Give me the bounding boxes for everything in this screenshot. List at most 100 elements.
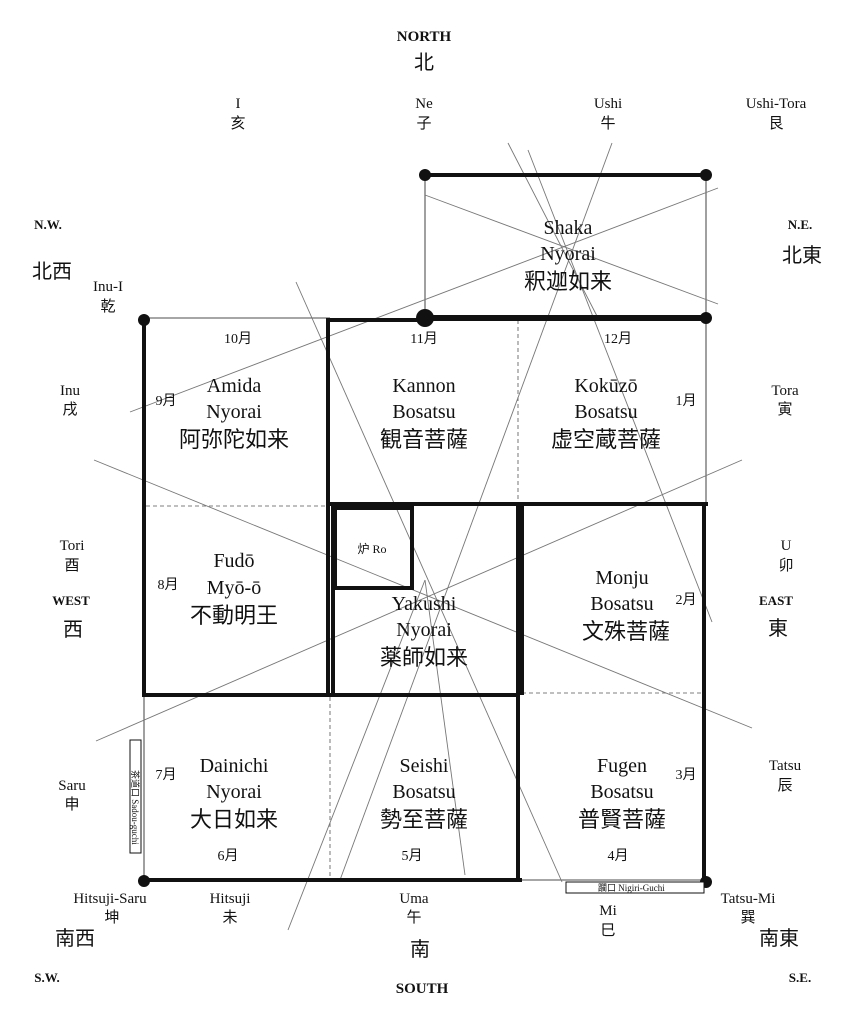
deity-seishi-kanji: 勢至菩薩 — [380, 807, 468, 832]
deity-shaka-title: Nyorai — [540, 243, 596, 265]
deity-dainichi-kanji: 大日如来 — [190, 807, 278, 832]
zodiac-hitsuji-en: Hitsuji — [210, 891, 251, 907]
zodiac-mi-en: Mi — [599, 903, 617, 919]
zodiac-ne-en: Ne — [415, 96, 433, 112]
deity-monju-title: Bosatsu — [590, 593, 653, 615]
southwest-en: S.W. — [34, 970, 60, 985]
walls — [142, 173, 709, 882]
month-5: 5月 — [402, 848, 423, 864]
southwest-kanji: 南西 — [55, 927, 95, 950]
dot-frame-tl — [138, 314, 150, 326]
ray-ne-sw-upper — [129, 187, 719, 413]
zodiac-tatsu-en: Tatsu — [769, 758, 802, 774]
zodiac-ushi-kanji: 牛 — [600, 115, 615, 132]
deity-yakushi-name: Yakushi — [392, 593, 457, 615]
month-11: 11月 — [410, 331, 437, 347]
zodiac-i-kanji: 亥 — [230, 115, 245, 132]
deity-kannon-name: Kannon — [392, 375, 455, 397]
east-en: EAST — [759, 593, 793, 608]
west-en: WEST — [52, 593, 90, 608]
deity-yakushi: Yakushi Nyorai 薬師如来 — [380, 593, 468, 670]
zodiac-i-en: I — [236, 96, 241, 112]
ray-lower-sw — [287, 579, 426, 931]
zodiac-ushi-tora-en: Ushi-Tora — [746, 96, 807, 112]
south-kanji: 南 — [410, 938, 430, 961]
ray-ushi-mi — [527, 149, 713, 623]
deity-kannon-title: Bosatsu — [392, 401, 455, 423]
zodiac-u-kanji: 卯 — [778, 557, 793, 574]
north-en: NORTH — [397, 29, 452, 45]
sadou-guchi-door — [129, 739, 142, 854]
corner-dots — [138, 169, 712, 888]
deity-dainichi: Dainichi Nyorai 大日如来 — [190, 755, 278, 832]
northeast-en: N.E. — [788, 217, 813, 232]
month-1: 1月 — [676, 393, 697, 409]
deity-monju-name: Monju — [595, 567, 648, 589]
month-3: 3月 — [676, 767, 697, 783]
deity-seishi-title: Bosatsu — [392, 781, 455, 803]
deity-kokuzo-kanji: 虚空蔵菩薩 — [551, 427, 661, 452]
southeast-kanji: 南東 — [759, 927, 799, 950]
north-kanji: 北 — [414, 51, 434, 74]
ray-lower-se — [424, 579, 466, 876]
deity-amida: Amida Nyorai 阿弥陀如来 — [179, 375, 289, 452]
compass-labels: NORTH 北 N.W. 北西 N.E. 北東 WEST 西 EAST 東 南西… — [32, 29, 822, 997]
zodiac-uma-kanji: 午 — [406, 909, 421, 926]
zodiac-tori-en: Tori — [60, 538, 85, 554]
zodiac-tatsu-mi-en: Tatsu-Mi — [721, 891, 776, 907]
deity-fugen-title: Bosatsu — [590, 781, 653, 803]
deity-fudo: Fudō Myō-ō 不動明王 — [190, 550, 278, 628]
month-labels: 10月 11月 12月 9月 1月 8月 2月 7月 3月 6月 5月 4月 — [156, 331, 697, 864]
zodiac-ne-kanji: 子 — [416, 115, 431, 132]
southeast-en: S.E. — [789, 970, 811, 985]
month-6: 6月 — [218, 848, 239, 864]
month-10: 10月 — [224, 331, 252, 347]
month-9: 9月 — [156, 393, 177, 409]
nigiri-guchi-door — [565, 881, 705, 894]
sadou-guchi-label: 茶道口 Sadou-guchi — [130, 770, 141, 845]
month-12: 12月 — [604, 331, 632, 347]
deity-fugen: Fugen Bosatsu 普賢菩薩 — [578, 755, 666, 832]
zodiac-saru-kanji: 申 — [64, 796, 79, 813]
deity-fudo-title: Myō-ō — [207, 577, 261, 599]
zodiac-uma-en: Uma — [399, 891, 429, 907]
dot-shaka-bl — [416, 309, 434, 327]
deity-fudo-kanji: 不動明王 — [190, 603, 278, 628]
deity-yakushi-kanji: 薬師如来 — [380, 645, 468, 670]
deity-amida-kanji: 阿弥陀如来 — [179, 427, 289, 452]
month-8: 8月 — [158, 577, 179, 593]
zodiac-tora-en: Tora — [771, 383, 799, 399]
deity-fugen-name: Fugen — [597, 755, 647, 777]
deity-seishi-name: Seishi — [400, 755, 449, 777]
west-kanji: 西 — [63, 619, 83, 641]
door-markers: 茶道口 Sadou-guchi 躙口 Nigiri-Guchi 炉 Ro — [129, 542, 705, 894]
zodiac-inu-en: Inu — [60, 383, 80, 399]
dashed-lines — [146, 320, 702, 878]
month-7: 7月 — [156, 767, 177, 783]
deity-monju-kanji: 文殊菩薩 — [582, 619, 670, 644]
ray-upper-ne — [507, 142, 599, 319]
northwest-kanji: 北西 — [32, 260, 72, 283]
ro-hearth-box — [333, 506, 414, 590]
zodiac-tora-kanji: 寅 — [777, 401, 792, 418]
dot-frame-bl — [138, 875, 150, 887]
ray-ushi-hitsuji — [339, 142, 613, 881]
deity-kokuzo-title: Bosatsu — [574, 401, 637, 423]
deity-kannon: Kannon Bosatsu 観音菩薩 — [380, 375, 468, 452]
dot-shaka-br — [700, 312, 712, 324]
ray-nw-se-upper — [424, 194, 719, 305]
zodiac-saru-en: Saru — [58, 778, 86, 794]
month-4: 4月 — [608, 848, 629, 864]
deity-yakushi-title: Nyorai — [396, 619, 452, 641]
zodiac-tatsu-mi-kanji: 巽 — [740, 910, 755, 926]
deity-dainichi-title: Nyorai — [206, 781, 262, 803]
deity-seishi: Seishi Bosatsu 勢至菩薩 — [380, 755, 468, 832]
deity-kannon-kanji: 観音菩薩 — [380, 427, 468, 452]
deity-kokuzo-name: Kokūzō — [574, 375, 637, 397]
deity-shaka: Shaka Nyorai 釈迦如来 — [524, 217, 612, 294]
dot-shaka-tr — [700, 169, 712, 181]
nigiri-guchi-label: 躙口 Nigiri-Guchi — [598, 883, 665, 893]
deity-fugen-kanji: 普賢菩薩 — [578, 807, 666, 832]
zodiac-inu-i-en: Inu-I — [93, 279, 123, 295]
deity-kokuzo: Kokūzō Bosatsu 虚空蔵菩薩 — [551, 375, 661, 452]
